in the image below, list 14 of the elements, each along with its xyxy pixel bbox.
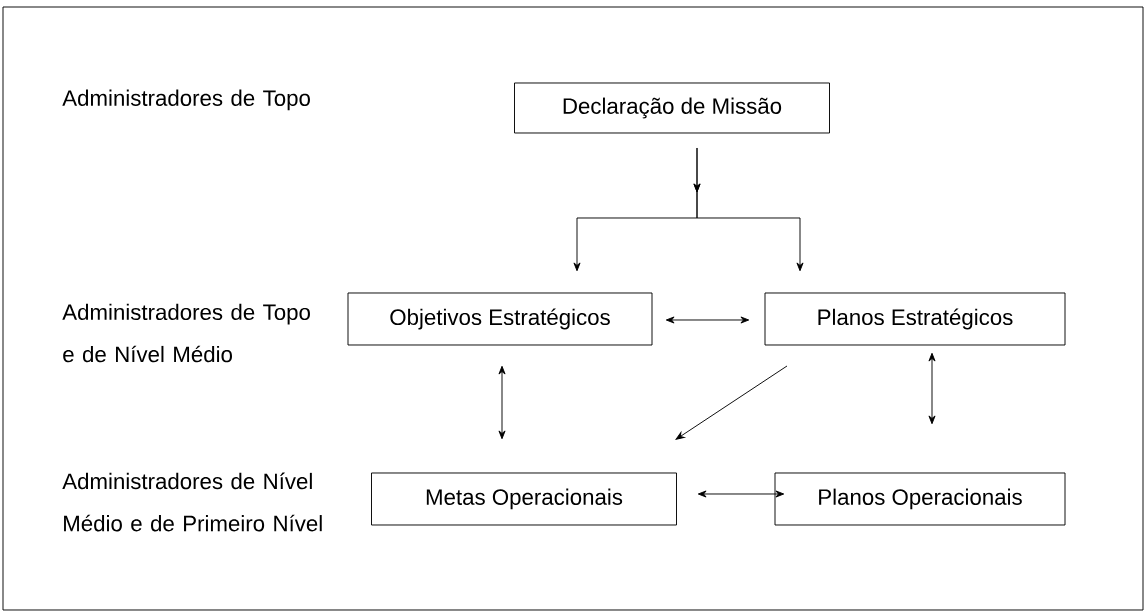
arrow [675, 365, 788, 440]
arrow [693, 147, 804, 272]
arrow [928, 352, 936, 425]
level-label: Administradores de Topo [62, 89, 310, 111]
process-box: Declaração de Missão [514, 82, 830, 134]
level-label: Administradores de Topo e de Nível Médio [62, 303, 310, 363]
process-box: Planos Estratégicos [764, 292, 1066, 346]
arrow [665, 316, 750, 324]
process-box: Objetivos Estratégicos [347, 292, 653, 346]
arrow [697, 490, 785, 498]
level-label: Administradores de Nível Médio e de Primeiro Nível [62, 472, 322, 532]
process-box: Planos Operacionais [774, 472, 1066, 526]
arrow [498, 365, 506, 440]
process-box: Metas Operacionais [371, 472, 677, 526]
